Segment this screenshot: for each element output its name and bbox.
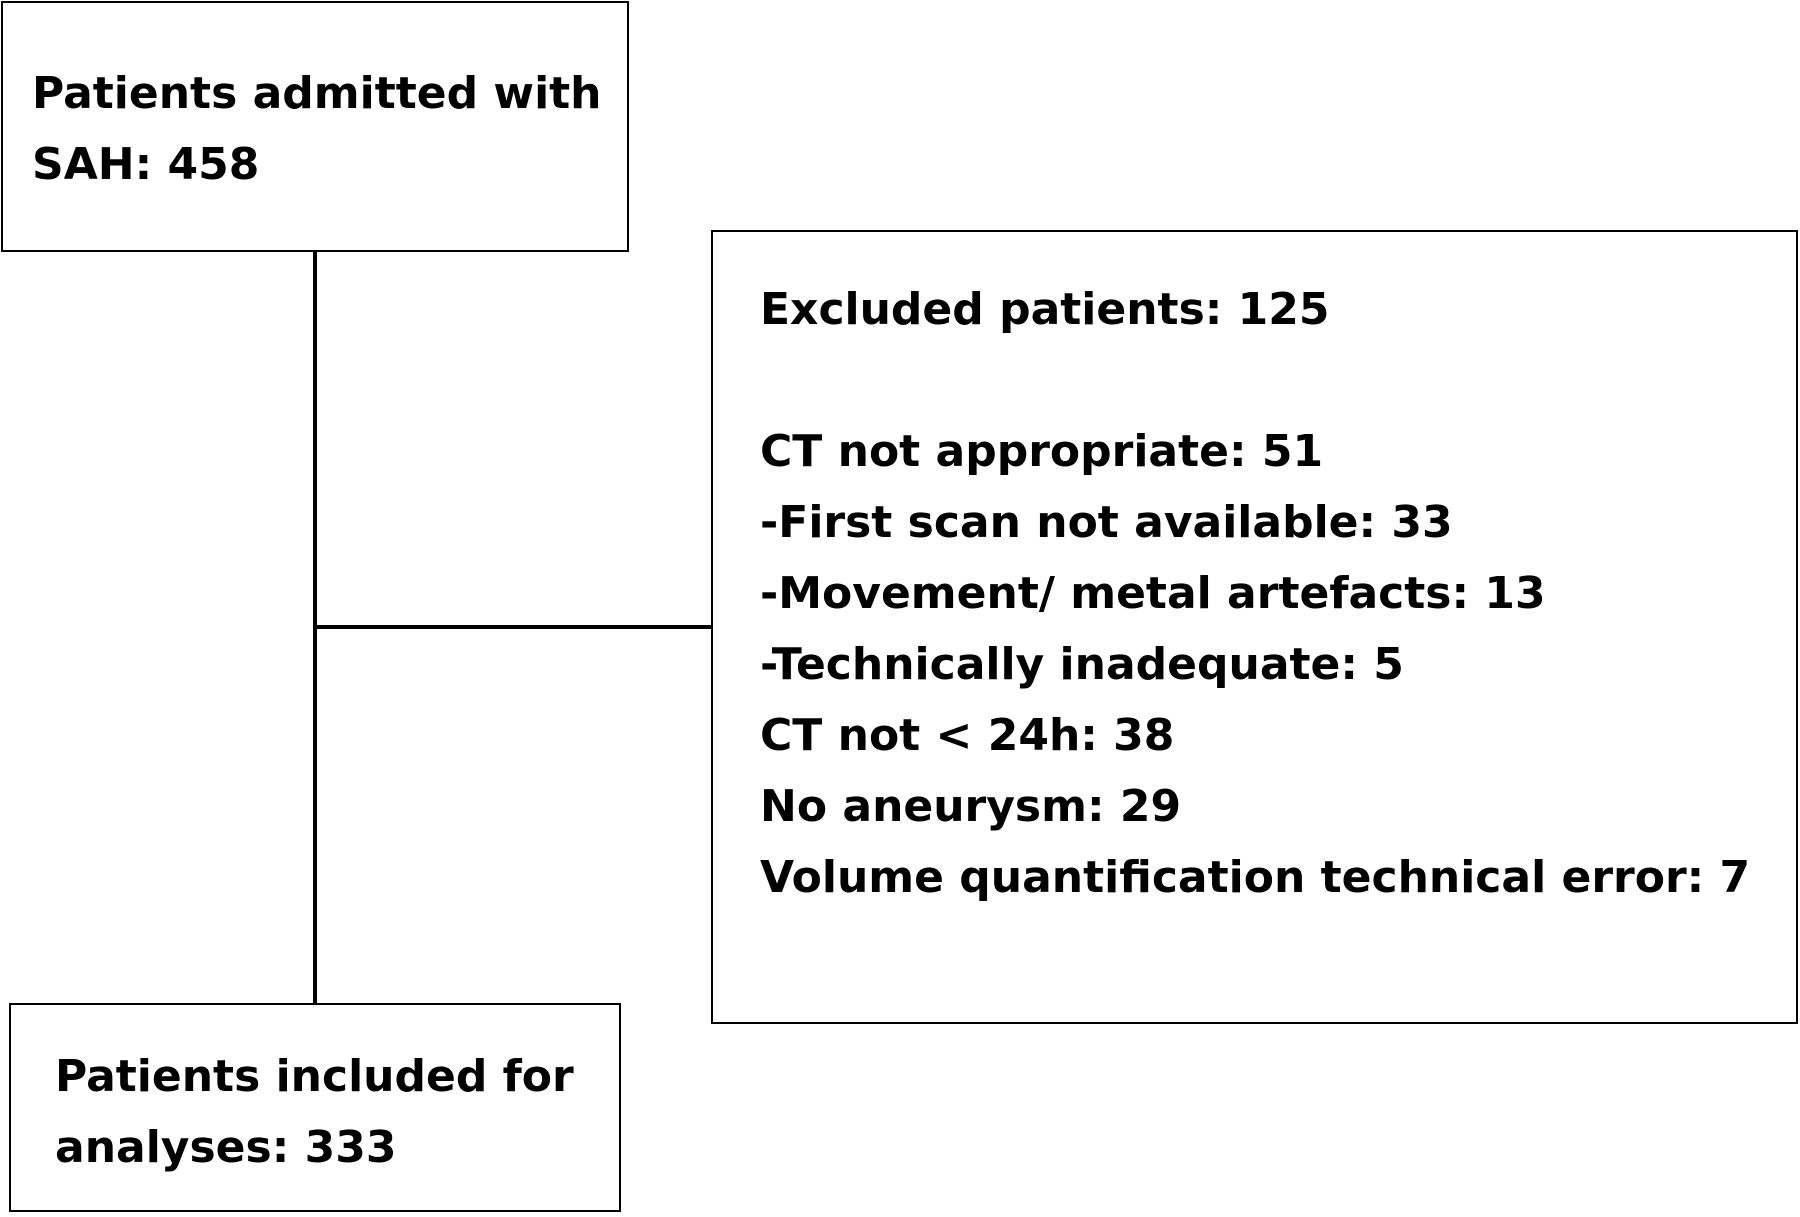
included-line-1: Patients included for (55, 1051, 574, 1102)
included-line-2: analyses: 333 (55, 1122, 397, 1173)
excluded-ct-not-within-24h: CT not < 24h: 38 (760, 710, 1175, 761)
excluded-technically-inadequate: -Technically inadequate: 5 (760, 639, 1404, 690)
excluded-patients-text: Excluded patients: 125 CT not appropriat… (760, 274, 1750, 913)
admitted-patients-box: Patients admitted with SAH: 458 (1, 1, 629, 252)
excluded-patients-box: Excluded patients: 125 CT not appropriat… (711, 230, 1798, 1024)
admitted-line-1: Patients admitted with (32, 68, 602, 119)
admitted-line-2: SAH: 458 (32, 139, 260, 190)
admitted-patients-text: Patients admitted with SAH: 458 (32, 58, 602, 200)
included-patients-box: Patients included for analyses: 333 (9, 1003, 621, 1212)
excluded-first-scan-not-available: -First scan not available: 33 (760, 497, 1453, 548)
excluded-no-aneurysm: No aneurysm: 29 (760, 781, 1182, 832)
excluded-spacer (760, 345, 1750, 416)
excluded-ct-not-appropriate: CT not appropriate: 51 (760, 426, 1324, 477)
connector-branch-line (315, 625, 713, 629)
excluded-total: Excluded patients: 125 (760, 284, 1330, 335)
included-patients-text: Patients included for analyses: 333 (55, 1041, 574, 1183)
excluded-volume-quantification-error: Volume quantification technical error: 7 (760, 852, 1751, 903)
excluded-movement-metal-artefacts: -Movement/ metal artefacts: 13 (760, 568, 1546, 619)
